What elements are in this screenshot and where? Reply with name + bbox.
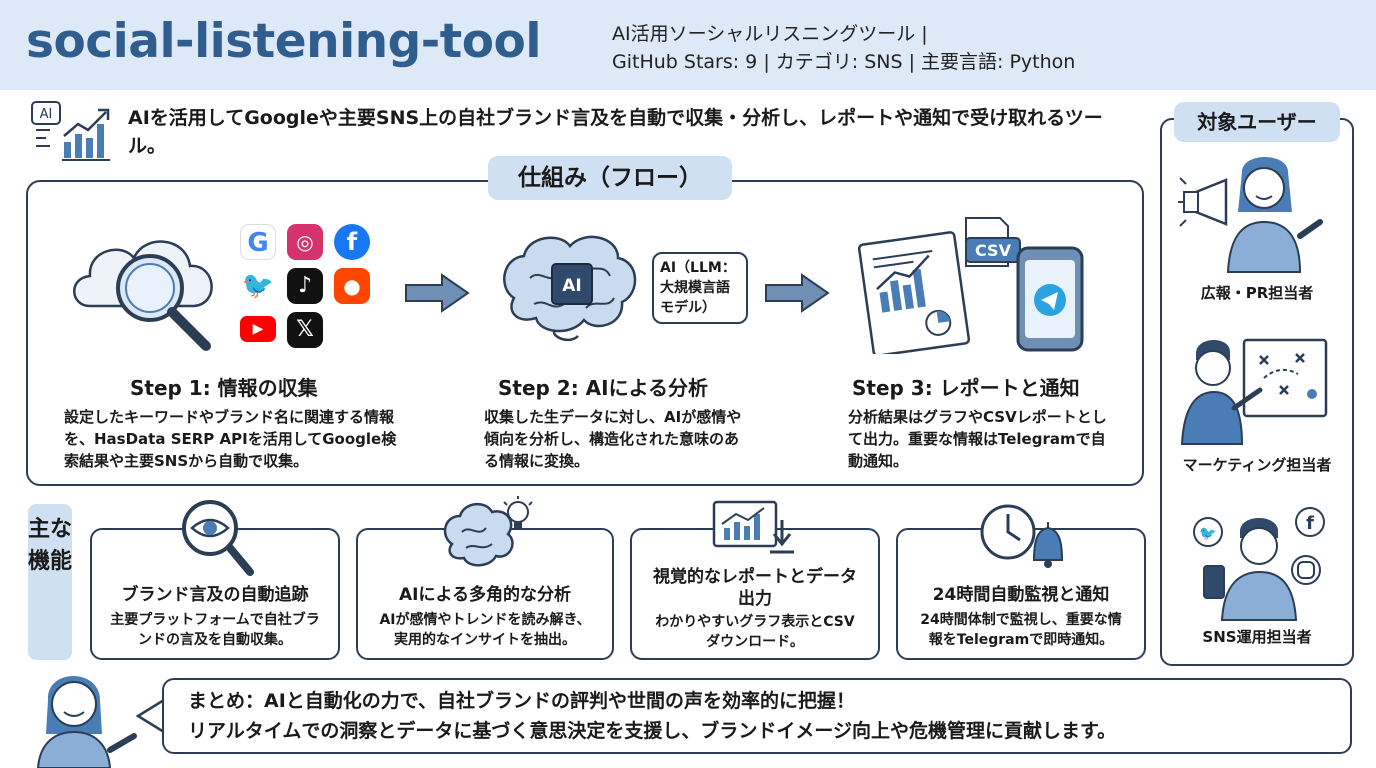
chart-download-icon bbox=[712, 500, 794, 554]
twitter-icon: 🐦 bbox=[240, 268, 276, 304]
step-1-desc: 設定したキーワードやブランド名に関連する情報を、HasData SERP API… bbox=[64, 408, 397, 470]
intro-icon-label: AI bbox=[40, 107, 53, 122]
sns-person-phone-icon: 🐦 f bbox=[1193, 507, 1325, 621]
feature-title: AIによる多角的な分析 bbox=[399, 585, 571, 605]
header-bar bbox=[0, 0, 1376, 90]
step-3-desc: 分析結果はグラフやCSVレポートとして出力。重要な情報はTelegramで自動通… bbox=[848, 408, 1107, 470]
ai-analytics-icon: AI bbox=[31, 101, 110, 161]
eye-magnifier-icon bbox=[182, 500, 254, 576]
summary-box bbox=[162, 678, 1352, 754]
feature-card: AIによる多角的な分析 AIが感情やトレンドを読み解き、実用的なインサイトを抽出… bbox=[356, 528, 614, 660]
summary-line-1: まとめ：AIと自動化の力で、自社ブランドの評判や世間の声を効率的に把握！ bbox=[188, 690, 856, 712]
summary-text: まとめ：AIと自動化の力で、自社ブランドの評判や世間の声を効率的に把握！ リアル… bbox=[188, 686, 1116, 746]
feature-title: 視覚的なレポートとデータ出力 bbox=[653, 567, 857, 609]
step-1-title: Step 1: 情報の収集 bbox=[130, 376, 318, 400]
step-2-desc: 収集した生データに対し、AIが感情や傾向を分析し、構造化された意味のある情報に変… bbox=[484, 408, 742, 470]
subtitle-line-1: AI活用ソーシャルリスニングツール | bbox=[612, 23, 928, 45]
speech-tail bbox=[136, 698, 165, 734]
step-2-title: Step 2: AIによる分析 bbox=[498, 376, 709, 400]
audience-user-marketing: マーケティング担当者 bbox=[1182, 456, 1332, 474]
tiktok-icon: ♪ bbox=[287, 268, 323, 304]
llm-bubble: AI（LLM：大規模言語モデル） bbox=[652, 252, 748, 324]
audience-title: 対象ユーザー bbox=[1174, 102, 1340, 142]
reddit-icon: ● bbox=[334, 268, 370, 304]
step-3-title: Step 3: レポートと通知 bbox=[852, 376, 1080, 400]
summary-line-2: リアルタイムでの洞察とデータに基づく意思決定を支援し、ブランドイメージ向上や危機… bbox=[188, 720, 1117, 742]
ai-chip-label: AI bbox=[562, 276, 581, 296]
feature-desc: 24時間体制で監視し、重要な情報をTelegramで即時通知。 bbox=[920, 612, 1122, 648]
arrow-right-icon bbox=[765, 273, 830, 313]
youtube-icon: ▶ bbox=[240, 316, 276, 342]
feature-desc: わかりやすいグラフ表示とCSVダウンロード。 bbox=[655, 614, 855, 650]
cloud-search-icon bbox=[73, 240, 213, 351]
pr-person-megaphone-icon bbox=[1178, 157, 1323, 273]
presenter-avatar bbox=[36, 676, 137, 768]
csv-label: CSV bbox=[975, 241, 1012, 260]
feature-card: 視覚的なレポートとデータ出力 わかりやすいグラフ表示とCSVダウンロード。 bbox=[630, 528, 880, 660]
svg-text:f: f bbox=[1306, 513, 1314, 534]
feature-title: 24時間自動監視と通知 bbox=[932, 585, 1110, 605]
page-subtitle: AI活用ソーシャルリスニングツール | GitHub Stars: 9 | カテ… bbox=[612, 20, 1075, 76]
feature-desc: AIが感情やトレンドを読み解き、実用的なインサイトを抽出。 bbox=[379, 612, 591, 648]
subtitle-line-2: GitHub Stars: 9 | カテゴリ: SNS | 主要言語: Pyth… bbox=[612, 51, 1076, 73]
llm-bubble-text: AI（LLM：大規模言語モデル） bbox=[660, 260, 736, 316]
features-tag: 主な機能 bbox=[28, 504, 72, 660]
report-notification-icon: CSV bbox=[858, 217, 1084, 354]
page-title: social-listening-tool bbox=[26, 14, 541, 69]
facebook-icon: f bbox=[334, 224, 370, 260]
clock-bell-icon bbox=[980, 504, 1064, 568]
instagram-icon: ◎ bbox=[287, 224, 323, 260]
feature-title: ブランド言及の自動追跡 bbox=[121, 585, 309, 605]
brain-lightbulb-icon bbox=[443, 496, 533, 567]
marketing-person-board-icon bbox=[1180, 338, 1328, 445]
audience-user-pr: 広報・PR担当者 bbox=[1200, 284, 1314, 302]
google-icon: G bbox=[240, 224, 276, 260]
ai-brain-icon: AI bbox=[503, 235, 637, 342]
arrow-right-icon bbox=[405, 273, 470, 313]
flow-title: 仕組み（フロー） bbox=[488, 156, 732, 200]
x-icon: 𝕏 bbox=[287, 312, 323, 348]
svg-text:🐦: 🐦 bbox=[1199, 526, 1216, 542]
intro-text: AIを活用してGoogleや主要SNS上の自社ブランド言及を自動で収集・分析し、… bbox=[128, 107, 1103, 157]
feature-desc: 主要プラットフォームで自社ブランドの言及を自動収集。 bbox=[110, 612, 320, 648]
audience-user-sns: SNS運用担当者 bbox=[1202, 628, 1312, 646]
